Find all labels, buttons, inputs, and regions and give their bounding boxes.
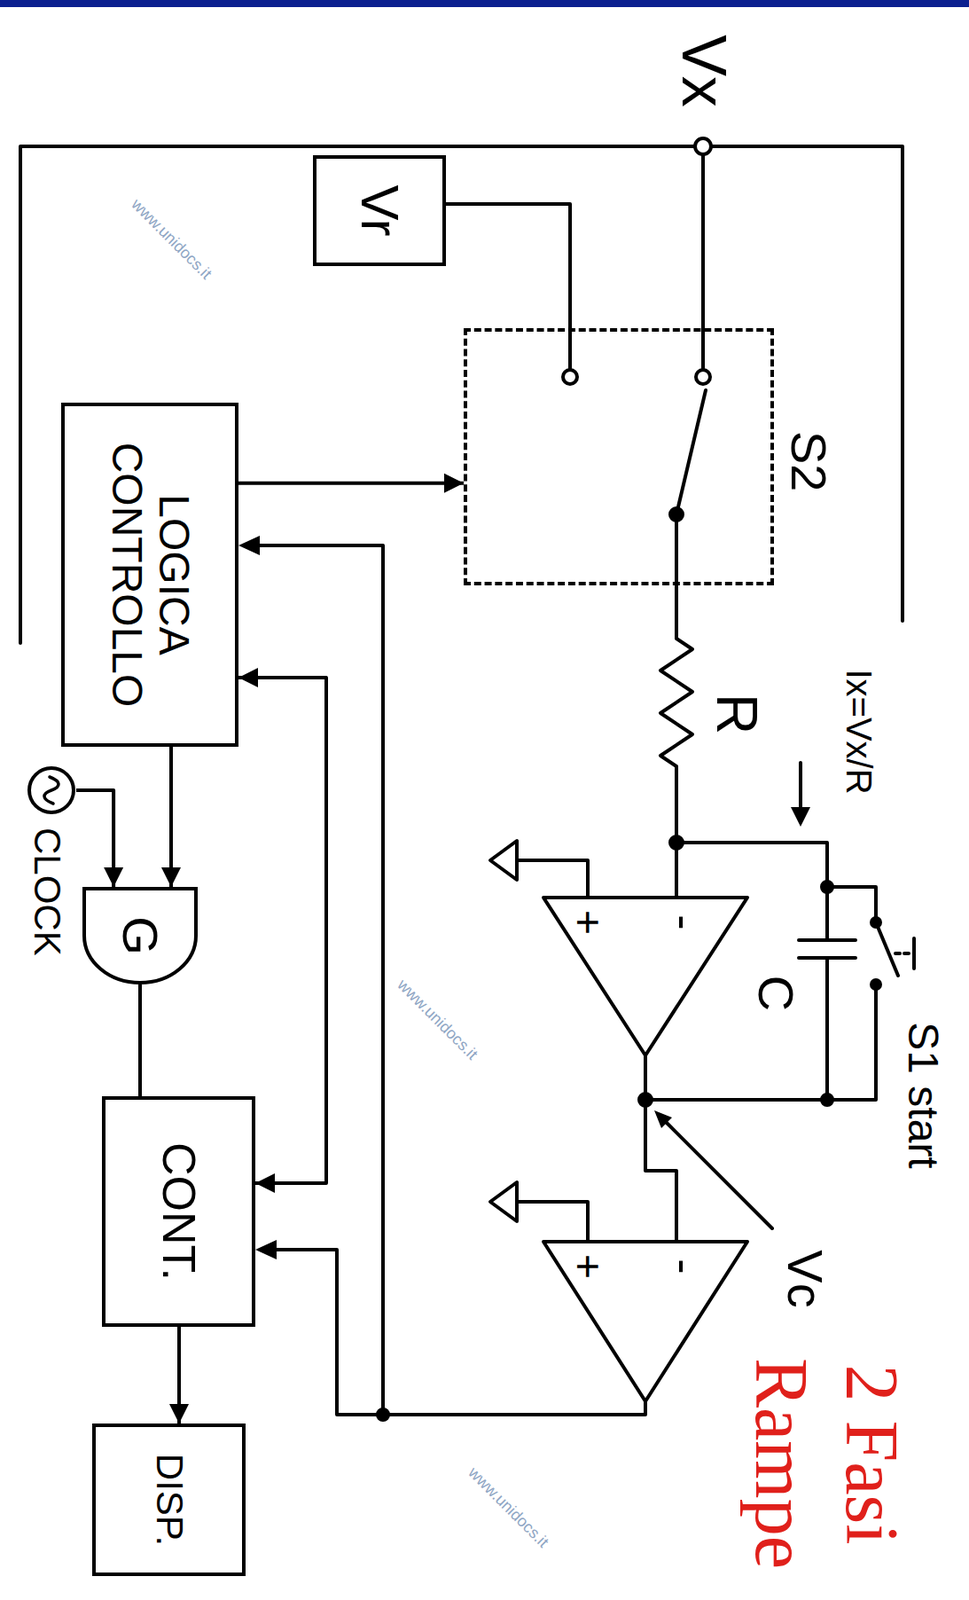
comparator-output (274, 1249, 646, 1415)
watermark: www.unidocs.it (127, 195, 215, 283)
arrowhead (238, 667, 258, 688)
current-arrowhead (790, 806, 811, 827)
pin-sign: - (657, 914, 709, 930)
integrator-output (645, 1054, 677, 1242)
connector-line (138, 984, 142, 1096)
connector (76, 789, 124, 887)
connector-line (238, 481, 464, 485)
connector (140, 984, 141, 1096)
slide-title: 2 Fasi (830, 1363, 913, 1544)
display-box: DISP. (92, 1422, 246, 1576)
slide-title: Rampe (740, 1357, 822, 1569)
switch-terminal (562, 369, 578, 384)
pin-sign: + (564, 1253, 612, 1279)
ground-symbol (490, 840, 517, 880)
connector (445, 203, 571, 329)
vc-leader (666, 1122, 773, 1228)
control-logic-box: LOGICA CONTROLLO (61, 402, 239, 747)
signal-name: Vx (669, 34, 738, 108)
ground-symbol (490, 1181, 517, 1221)
connector-line (169, 746, 173, 887)
resistor-symbol (660, 514, 693, 898)
watermark: www.unidocs.it (393, 976, 481, 1063)
pin-sign: + (564, 909, 612, 935)
connector (161, 746, 181, 887)
node-label: Vr (350, 179, 409, 243)
signal-name: Vc (777, 1249, 833, 1307)
node-label: CLOCK (26, 827, 68, 956)
node-label: LOGICA CONTROLLO (102, 406, 197, 743)
junction-dot (821, 881, 833, 892)
switch-contact (871, 917, 881, 927)
reference-box: Vr (312, 155, 446, 266)
arrowhead (444, 473, 464, 493)
comparator-opamp (543, 1241, 748, 1401)
comparator-to-logic (257, 545, 383, 1415)
reset-switch-wire (827, 886, 899, 1100)
switch-control-bar (912, 937, 916, 969)
comparator-arrowhead (238, 535, 260, 555)
switch-name: S1 start (899, 1021, 947, 1168)
counter-box: CONT. (101, 1095, 256, 1327)
node-label: DISP. (148, 1447, 189, 1551)
component-name: C (748, 975, 804, 1011)
switch-blade (676, 390, 706, 515)
switch-terminal (695, 369, 711, 384)
clock-circle: CLOCK (26, 765, 77, 815)
vc-arrowhead (654, 1109, 673, 1128)
current-formula: Ix=Vx/R (839, 668, 879, 794)
top-border-bar (0, 0, 969, 8)
capacitor-symbol (798, 939, 856, 958)
input-terminal (695, 138, 712, 155)
comparator-arrowhead (255, 1239, 277, 1259)
switch-contact (871, 979, 881, 989)
current-arrow (798, 762, 803, 809)
feedback-wire (645, 842, 828, 1100)
connector (169, 1326, 189, 1423)
and-gate: G (82, 886, 198, 985)
reference-wire (568, 328, 572, 370)
arrowhead (161, 867, 181, 887)
input-wire (701, 154, 705, 370)
junction-dot (821, 1094, 833, 1105)
watermark: www.unidocs.it (464, 1463, 552, 1551)
arrowhead (255, 1172, 275, 1193)
ground-wire (516, 859, 588, 898)
connector-line (445, 203, 571, 329)
node-label: G (112, 910, 168, 961)
switch-control-link (890, 951, 909, 955)
ground-wire (516, 1201, 588, 1242)
pin-sign: - (657, 1258, 709, 1274)
component-name: R (705, 693, 768, 735)
junction-dot (639, 1093, 652, 1106)
node-label: S2 (781, 430, 837, 493)
node-label: CONT. (153, 1136, 204, 1286)
arrowhead (103, 867, 124, 887)
switch-group: S2 (463, 328, 774, 586)
clock-circle-outline (26, 765, 77, 815)
junction-dot (377, 1408, 389, 1420)
integrator-opamp (543, 897, 748, 1055)
arrowhead (169, 1403, 189, 1423)
connector (238, 473, 464, 493)
